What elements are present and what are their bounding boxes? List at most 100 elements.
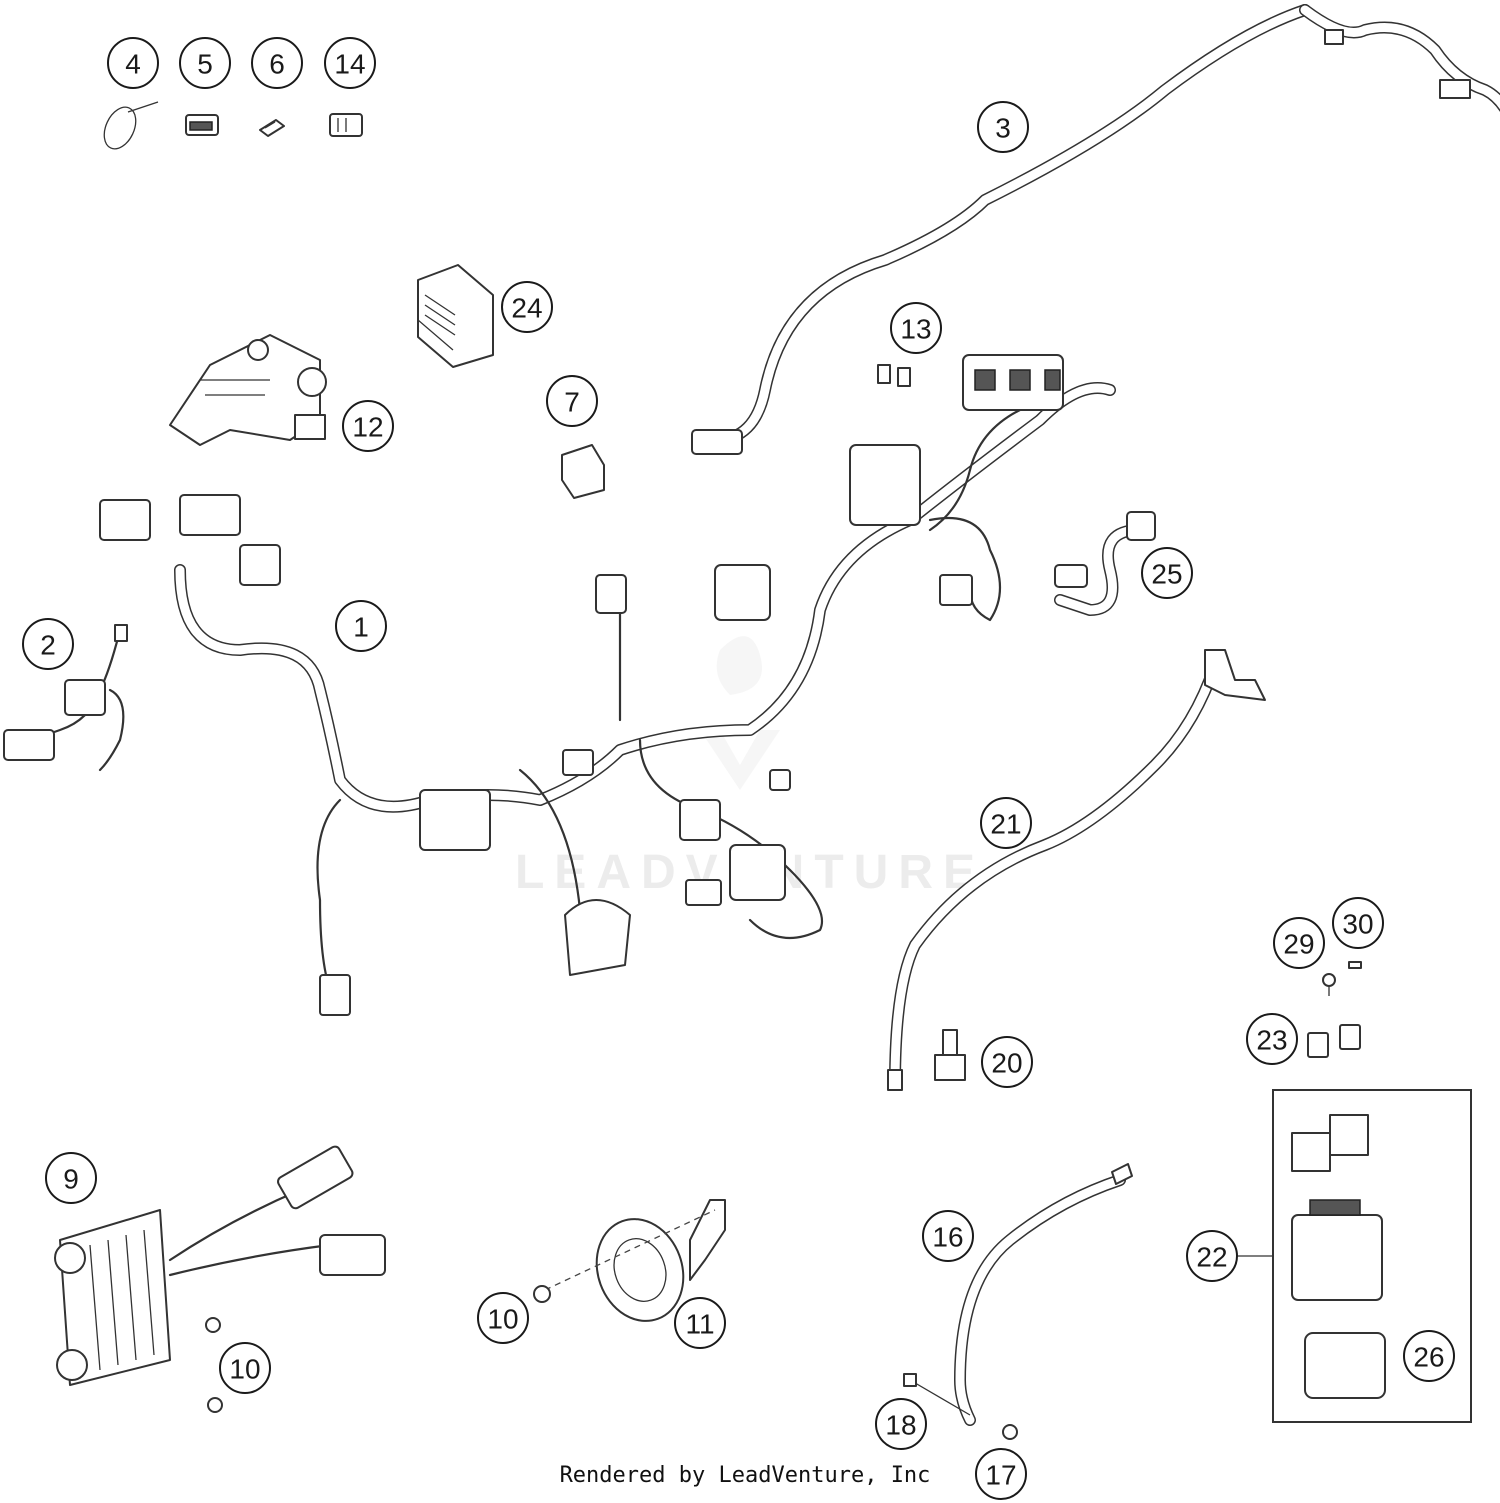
callout-number: 20 [991,1048,1022,1079]
callout-20: 20 [981,1036,1033,1088]
callout-number: 4 [125,49,141,80]
callout-14: 14 [324,37,376,89]
callout-number: 24 [511,293,542,324]
callout-number: 10 [487,1304,518,1335]
callout-25: 25 [1141,547,1193,599]
callout-number: 9 [63,1164,79,1195]
callout-number: 21 [990,809,1021,840]
callout-13: 13 [890,302,942,354]
callout-number: 16 [932,1222,963,1253]
callout-circle [45,1152,97,1204]
sensor-20 [934,1029,966,1081]
callout-1: 1 [335,600,387,652]
horn-11 [533,1199,726,1322]
callout-number: 18 [885,1410,916,1441]
callout-circle [977,101,1029,153]
callout-number: 6 [269,49,285,80]
screw-30 [1348,961,1362,969]
callout-number: 30 [1342,909,1373,940]
callout-circle [1332,897,1384,949]
callout-circle [324,37,376,89]
connector-small-14 [329,113,363,137]
cable-tie [103,101,159,150]
callout-circle [1141,547,1193,599]
cable-3 [691,4,1500,455]
callout-circle [875,1398,927,1450]
callout-number: 23 [1256,1025,1287,1056]
callout-circle [890,302,942,354]
callout-circle [1403,1330,1455,1382]
callout-4: 4 [107,37,159,89]
callout-16: 16 [922,1210,974,1262]
ignition-bracket-12 [169,334,327,446]
callout-circle [674,1297,726,1349]
callout-9: 9 [45,1152,97,1204]
callout-number: 11 [685,1309,714,1340]
main-wiring-harness-1 [99,354,1116,1016]
cable-25 [1054,511,1156,616]
callout-23: 23 [1246,1013,1298,1065]
callout-number: 26 [1413,1342,1444,1373]
callout-circle [1186,1230,1238,1282]
footer-credit: Rendered by LeadVenture, Inc [560,1463,931,1488]
callout-10: 10 [219,1342,271,1394]
callout-circle [980,797,1032,849]
callout-circle [1273,917,1325,969]
callout-21: 21 [980,797,1032,849]
callout-circle [251,37,303,89]
fuse-set-13 [877,364,911,387]
callout-10: 10 [477,1292,529,1344]
callout-circle [179,37,231,89]
callout-number: 22 [1196,1242,1227,1273]
callout-circle [335,600,387,652]
callout-3: 3 [977,101,1029,153]
callout-circle [342,400,394,452]
callout-number: 5 [197,49,213,80]
callout-circle [501,281,553,333]
callout-number: 3 [995,113,1011,144]
callout-18: 18 [875,1398,927,1450]
voltage-regulator-9 [54,1145,386,1413]
callout-circle [22,618,74,670]
callout-22: 22 [1186,1230,1238,1282]
callout-29: 29 [1273,917,1325,969]
callout-6: 6 [251,37,303,89]
callout-2: 2 [22,618,74,670]
bulb-6 [259,119,285,137]
callout-number: 17 [985,1460,1016,1491]
callout-number: 2 [40,630,56,661]
callout-number: 7 [564,387,580,418]
cable-21 [887,649,1266,1091]
callout-number: 1 [353,612,369,643]
callout-circle [477,1292,529,1344]
callout-circle [107,37,159,89]
callout-number: 13 [900,314,931,345]
callout-5: 5 [179,37,231,89]
cable-16 [903,1163,1133,1440]
callout-circle [922,1210,974,1262]
callout-circle [219,1342,271,1394]
fuses-23 [1307,1024,1361,1058]
callout-number: 10 [229,1354,260,1385]
callout-24: 24 [501,281,553,333]
callout-number: 12 [352,412,383,443]
callout-circle [975,1448,1027,1500]
callout-number: 14 [334,49,365,80]
callout-7: 7 [546,375,598,427]
callout-circle [1246,1013,1298,1065]
callout-26: 26 [1403,1330,1455,1382]
relay-7 [561,444,605,499]
screw-29 [1322,973,1336,996]
watermark-logo [700,636,780,790]
callout-12: 12 [342,400,394,452]
callout-30: 30 [1332,897,1384,949]
fuse-box-cover-24 [417,264,494,368]
sub-harness-2 [3,624,128,772]
connector-small-5 [185,114,219,136]
callout-17: 17 [975,1448,1027,1500]
callout-circle [546,375,598,427]
callout-group: 4 5 6 14 3 24 13 12 7 1 25 2 21 30 29 23 20 9 22 10 11 16 26 18… [22,37,1455,1500]
relay-kit-box-22 [1235,1089,1472,1423]
callout-circle [981,1036,1033,1088]
